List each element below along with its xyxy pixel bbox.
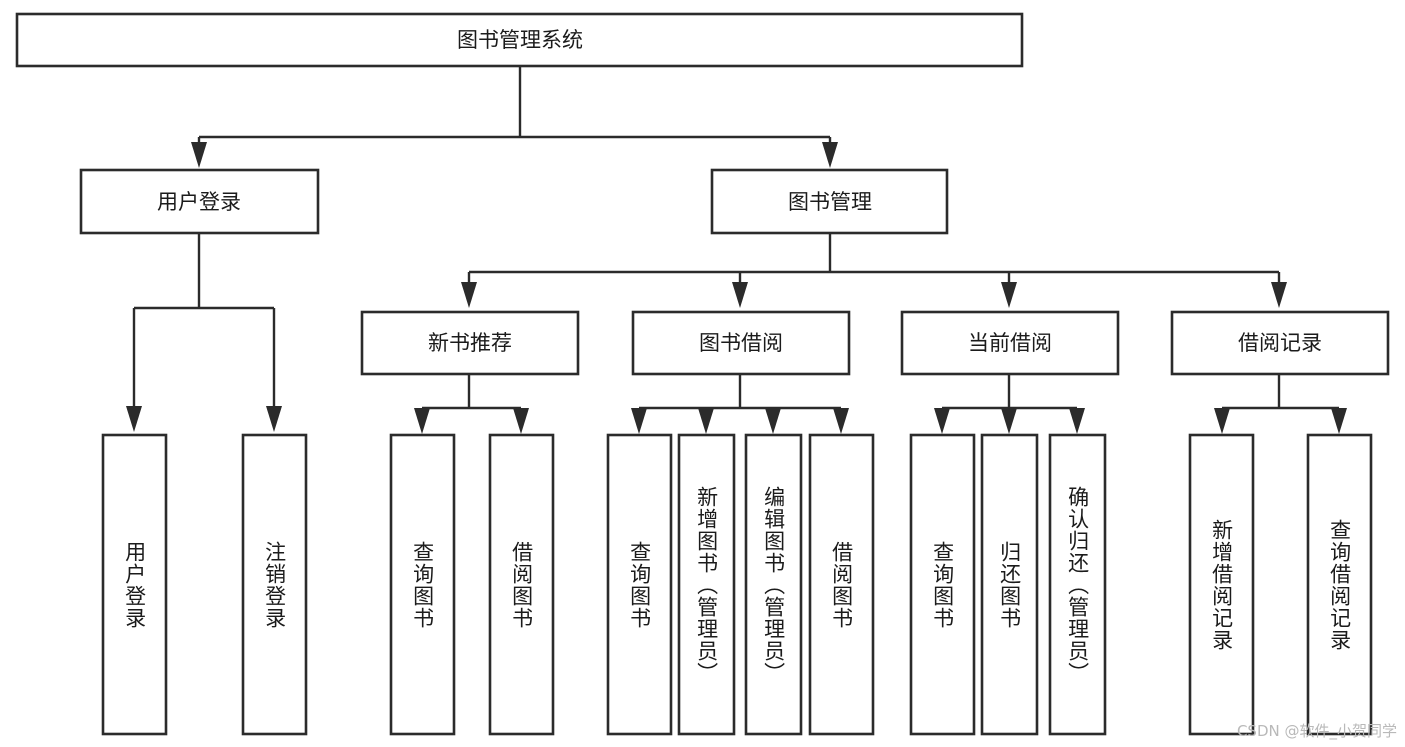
node-leaf-5-box[interactable] — [606, 433, 673, 736]
arrow-to-leaf-8 — [833, 408, 849, 434]
node-leaf-2-box[interactable] — [241, 433, 308, 736]
node-leaf-10-box[interactable] — [980, 433, 1039, 736]
arrow-to-leaf-5 — [631, 408, 647, 434]
arrow-to-leaf-6 — [698, 408, 714, 434]
arrow-to-user-login — [191, 142, 207, 168]
node-leaf-4-box[interactable] — [488, 433, 555, 736]
node-book-borrow[interactable]: 图书借阅 — [631, 310, 851, 376]
node-root-box[interactable] — [15, 12, 1024, 68]
node-leaf-13-box[interactable] — [1306, 433, 1373, 736]
node-book-manage-label: 图书管理 — [788, 190, 872, 214]
node-current-borrow-label: 当前借阅 — [968, 331, 1052, 355]
node-current-borrow-box[interactable] — [900, 310, 1120, 376]
arrow-to-leaf-7 — [765, 408, 781, 434]
arrow-to-leaf-1 — [126, 406, 142, 432]
node-borrow-record[interactable]: 借阅记录 — [1170, 310, 1390, 376]
arrow-to-leaf-9 — [934, 408, 950, 434]
arrow-to-leaf-2 — [266, 406, 282, 432]
arrow-to-leaf-11 — [1069, 408, 1085, 434]
node-user-login-label: 用户登录 — [157, 190, 241, 214]
node-leaf-8-box[interactable] — [808, 433, 875, 736]
arrow-to-leaf-10 — [1001, 408, 1017, 434]
node-book-borrow-label: 图书借阅 — [699, 331, 783, 355]
arrow-to-borrow-record — [1271, 282, 1287, 308]
node-root-label: 图书管理系统 — [457, 28, 583, 52]
arrow-to-leaf-3 — [414, 408, 430, 434]
node-leaf-7-box[interactable] — [744, 433, 803, 736]
node-layer: 图书管理系统 用户登录 图书管理 新书推荐 图书借阅 当前借阅 借阅记录 — [15, 12, 1390, 736]
arrow-to-leaf-13 — [1331, 408, 1347, 434]
connector-layer — [126, 66, 1347, 434]
node-book-manage[interactable]: 图书管理 — [710, 168, 949, 235]
arrow-to-leaf-4 — [513, 408, 529, 434]
arrow-to-new-book — [461, 282, 477, 308]
csdn-watermark: CSDN @软件_小贺同学 — [1236, 722, 1397, 740]
node-user-login[interactable]: 用户登录 — [79, 168, 320, 235]
node-leaf-3-box[interactable] — [389, 433, 456, 736]
arrow-to-current-borrow — [1001, 282, 1017, 308]
node-current-borrow[interactable]: 当前借阅 — [900, 310, 1120, 376]
node-new-book-label: 新书推荐 — [428, 331, 512, 355]
node-leaf-9-box[interactable] — [909, 433, 976, 736]
node-book-manage-box[interactable] — [710, 168, 949, 235]
node-leaf-11-box[interactable] — [1048, 433, 1107, 736]
node-user-login-box[interactable] — [79, 168, 320, 235]
arrow-to-book-borrow — [732, 282, 748, 308]
node-new-book-box[interactable] — [360, 310, 580, 376]
node-leaf-6-box[interactable] — [677, 433, 736, 736]
arrow-to-book-manage — [822, 142, 838, 168]
node-borrow-record-label: 借阅记录 — [1238, 331, 1322, 355]
node-borrow-record-box[interactable] — [1170, 310, 1390, 376]
node-leaf-1-box[interactable] — [101, 433, 168, 736]
node-root[interactable]: 图书管理系统 — [15, 12, 1024, 68]
node-book-borrow-box[interactable] — [631, 310, 851, 376]
arrow-to-leaf-12 — [1214, 408, 1230, 434]
node-leaf-12-box[interactable] — [1188, 433, 1255, 736]
node-new-book[interactable]: 新书推荐 — [360, 310, 580, 376]
